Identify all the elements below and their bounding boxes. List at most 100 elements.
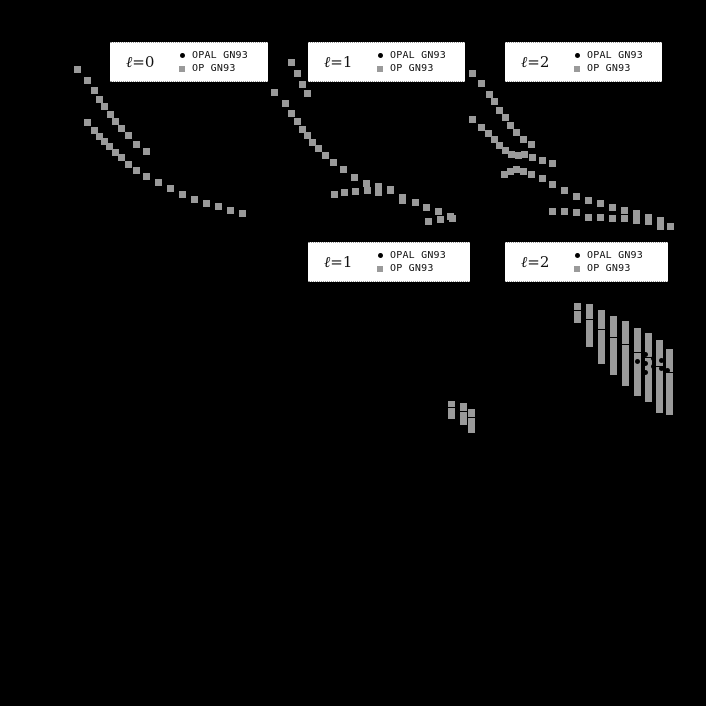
- op-data-point: [309, 139, 316, 146]
- op-data-point: [294, 118, 301, 125]
- legend-bottom-l2: ℓ=2 OPAL GN93 OP GN93: [505, 242, 668, 282]
- ell-symbol: ℓ: [126, 52, 133, 71]
- legend-entries: OPAL GN93 OP GN93: [374, 250, 446, 275]
- op-data-point: [299, 81, 306, 88]
- op-data-point: [91, 127, 98, 134]
- op-data-point: [364, 187, 371, 194]
- op-error-bar: [468, 409, 475, 433]
- op-data-point: [609, 215, 616, 222]
- op-data-point: [412, 199, 419, 206]
- op-data-point: [667, 223, 674, 230]
- legend-top-l0: ℓ=0 OPAL GN93 OP GN93: [110, 42, 268, 82]
- op-data-point: [549, 208, 556, 215]
- op-data-point: [513, 129, 520, 136]
- legend-top-l2: ℓ=2 OPAL GN93 OP GN93: [505, 42, 662, 82]
- op-data-point: [341, 189, 348, 196]
- error-bar-divider: [634, 352, 641, 353]
- op-data-point: [101, 103, 108, 110]
- error-bar-divider: [574, 310, 581, 311]
- op-data-point: [520, 136, 527, 143]
- opal-data-point: [651, 356, 656, 361]
- op-data-point: [486, 91, 493, 98]
- legend-entry-opal: OPAL GN93: [374, 250, 446, 262]
- error-bar-divider: [598, 329, 605, 330]
- op-data-point: [539, 157, 546, 164]
- error-bar-divider: [460, 411, 467, 412]
- legend-label: OP GN93: [192, 62, 236, 74]
- legend-l-value: ℓ=2: [505, 253, 571, 272]
- op-data-point: [621, 215, 628, 222]
- op-data-point: [645, 214, 652, 221]
- square-icon: [571, 65, 583, 72]
- legend-entries: OPAL GN93 OP GN93: [374, 50, 446, 75]
- op-data-point: [271, 89, 278, 96]
- legend-label: OP GN93: [587, 262, 631, 274]
- op-data-point: [96, 96, 103, 103]
- op-error-bar: [586, 304, 593, 347]
- legend-label: OPAL GN93: [587, 49, 643, 61]
- op-data-point: [491, 98, 498, 105]
- op-data-point: [508, 151, 515, 158]
- legend-label: OPAL GN93: [192, 49, 248, 61]
- op-data-point: [496, 107, 503, 114]
- op-data-point: [304, 132, 311, 139]
- op-data-point: [633, 217, 640, 224]
- op-error-bar: [622, 321, 629, 386]
- op-data-point: [435, 208, 442, 215]
- op-data-point: [239, 210, 246, 217]
- l-equals: =0: [132, 52, 155, 71]
- op-data-point: [515, 152, 522, 159]
- op-data-point: [469, 116, 476, 123]
- op-data-point: [84, 77, 91, 84]
- op-data-point: [351, 174, 358, 181]
- legend-l-value: ℓ=0: [110, 53, 176, 72]
- op-data-point: [322, 152, 329, 159]
- op-data-point: [112, 118, 119, 125]
- op-data-point: [288, 59, 295, 66]
- op-data-point: [645, 218, 652, 225]
- op-data-point: [528, 141, 535, 148]
- op-data-point: [143, 148, 150, 155]
- legend-label: OP GN93: [390, 62, 434, 74]
- op-error-bar: [574, 303, 581, 323]
- legend-entry-opal: OPAL GN93: [571, 50, 643, 62]
- op-data-point: [425, 218, 432, 225]
- op-data-point: [437, 216, 444, 223]
- legend-entry-opal: OPAL GN93: [374, 50, 446, 62]
- op-data-point: [501, 171, 508, 178]
- op-data-point: [133, 167, 140, 174]
- l-equals: =1: [330, 52, 353, 71]
- op-data-point: [363, 180, 370, 187]
- legend-entries: OPAL GN93 OP GN93: [571, 250, 643, 275]
- opal-data-point: [651, 364, 656, 369]
- op-data-point: [125, 132, 132, 139]
- legend-entry-op: OP GN93: [374, 263, 446, 275]
- legend-label: OP GN93: [390, 262, 434, 274]
- ell-symbol: ℓ: [521, 252, 528, 271]
- legend-entry-opal: OPAL GN93: [571, 250, 643, 262]
- square-icon: [374, 265, 386, 272]
- legend-label: OPAL GN93: [390, 49, 446, 61]
- op-data-point: [513, 166, 520, 173]
- opal-data-point: [643, 361, 648, 366]
- legend-entries: OPAL GN93 OP GN93: [176, 50, 248, 75]
- op-data-point: [529, 154, 536, 161]
- op-data-point: [375, 183, 382, 190]
- op-data-point: [449, 215, 456, 222]
- op-data-point: [84, 119, 91, 126]
- error-bar-divider: [666, 372, 673, 373]
- legend-label: OPAL GN93: [390, 249, 446, 261]
- op-data-point: [340, 166, 347, 173]
- ell-symbol: ℓ: [521, 52, 528, 71]
- l-equals: =2: [527, 252, 550, 271]
- legend-label: OPAL GN93: [587, 249, 643, 261]
- op-error-bar: [460, 403, 467, 425]
- opal-data-point: [665, 368, 670, 373]
- dot-icon: [571, 53, 583, 58]
- op-data-point: [573, 209, 580, 216]
- op-data-point: [496, 142, 503, 149]
- error-bar-divider: [622, 344, 629, 345]
- op-data-point: [609, 204, 616, 211]
- op-data-point: [203, 200, 210, 207]
